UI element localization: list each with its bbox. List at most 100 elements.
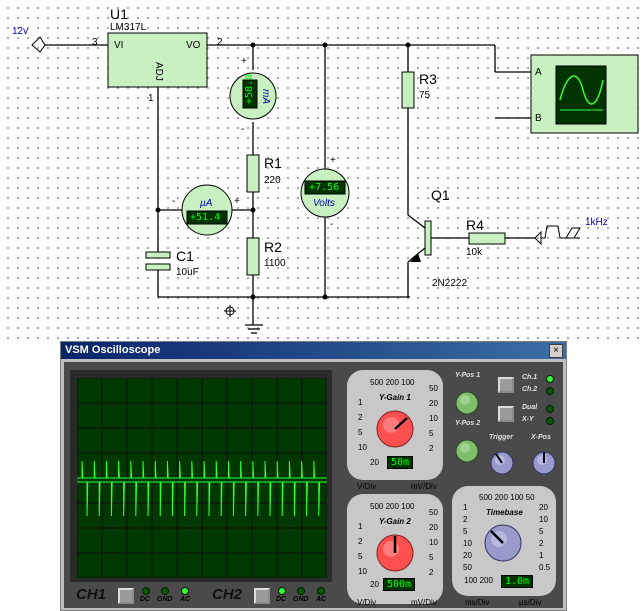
ch2-coupling-button[interactable]: [254, 588, 270, 604]
pin3-label: 3: [92, 37, 98, 48]
timebase-readout: 1.0m: [501, 575, 534, 588]
ua-meter-unit: µA: [200, 198, 213, 209]
ch1-gnd-label: GND: [157, 596, 173, 603]
ua-minus: -: [172, 196, 176, 207]
ygain2-knob[interactable]: [374, 532, 416, 574]
ygain2-right-tick: 5: [429, 553, 434, 562]
timebase-left-tick: 5: [463, 527, 468, 536]
ch1-ac-label: AC: [180, 596, 191, 603]
xpos-knob[interactable]: [531, 450, 557, 476]
ypos1-label: Y-Pos 1: [455, 372, 481, 379]
timebase-bottom-scale: 100 200: [464, 576, 493, 585]
ygain1-mvdiv: mV/Div: [411, 482, 437, 491]
ypos2-label: Y-Pos 2: [455, 420, 481, 427]
timebase-left-tick: 50: [463, 563, 472, 572]
channel-select-button[interactable]: [498, 377, 514, 393]
ch2-dc-led: [278, 587, 286, 595]
pin1-label: 1: [148, 93, 154, 104]
timebase-right-tick: 0.5: [539, 563, 551, 572]
timebase-right-tick: 5: [539, 527, 544, 536]
source-label: 12v: [12, 26, 29, 37]
ch2-dc-label: DC: [276, 596, 287, 603]
ygain1-left-tick: 5: [358, 428, 363, 437]
ch2-gnd-label: GND: [293, 596, 309, 603]
ygain1-bottom-left: 20: [370, 458, 379, 467]
scope-input-b: B: [535, 113, 542, 124]
timebase-right-tick: 1: [539, 551, 544, 560]
ygain2-mvdiv: mV/Div: [411, 598, 437, 607]
ygain2-vdiv: V/Div: [357, 598, 377, 607]
ypos1-knob[interactable]: [454, 390, 480, 416]
ygain1-right-tick: 10: [429, 414, 438, 423]
ma-minus: -: [241, 124, 245, 135]
ua-meter-readout: +51.4: [190, 212, 221, 223]
timebase-left-tick: 20: [463, 551, 472, 560]
ygain2-right-tick: 50: [429, 508, 438, 517]
ygain1-right-tick: 50: [429, 384, 438, 393]
ma-meter-readout: +58.8: [244, 73, 255, 104]
r3-ref: R3: [419, 71, 437, 87]
close-icon[interactable]: ×: [549, 344, 563, 358]
pin2-label: 2: [217, 37, 223, 48]
volt-meter-unit: Volts: [313, 198, 335, 209]
ygain2-title: Y-Gain 2: [379, 517, 411, 526]
ygain1-left-tick: 10: [358, 443, 367, 452]
regulator-part: LM317L: [110, 22, 147, 33]
mode-select-button[interactable]: [498, 406, 514, 422]
ch2-gnd-led: [297, 587, 305, 595]
xy-label: X-Y: [522, 416, 534, 423]
xy-led: [546, 417, 554, 425]
ch1-coupling-button[interactable]: [118, 588, 134, 604]
circuit-wires: [31, 32, 639, 334]
ch1-select-label: Ch.1: [522, 374, 538, 381]
ygain1-title: Y-Gain 1: [379, 393, 411, 402]
ch2-trace: [77, 481, 327, 517]
pin-adj-label: ADJ: [153, 62, 164, 81]
ygain1-knob[interactable]: [374, 408, 416, 450]
oscilloscope-titlebar[interactable]: VSM Oscilloscope: [61, 342, 566, 359]
ch2-select-label: Ch.2: [522, 386, 538, 393]
timebase-left-tick: 2: [463, 515, 468, 524]
r2-value: 1100: [264, 258, 286, 269]
ch1-label: CH1: [76, 586, 107, 603]
timebase-top-scale: 500 200 100 50: [479, 493, 535, 502]
timebase-right-tick: 10: [539, 515, 548, 524]
ygain2-right-tick: 2: [429, 568, 434, 577]
regulator-ref: U1: [110, 6, 128, 22]
ch1-gain-readout: 50m: [387, 456, 414, 469]
ch1-ac-led: [181, 587, 189, 595]
timebase-msdiv: ms/Div: [465, 598, 490, 607]
ch1-gnd-led: [161, 587, 169, 595]
timebase-knob[interactable]: [482, 522, 524, 564]
r3-value: 75: [419, 90, 431, 101]
ygain1-top-scale: 500 200 100: [370, 378, 415, 387]
ma-plus: +: [241, 56, 247, 67]
r4-value: 10k: [466, 247, 483, 258]
r4-ref: R4: [466, 217, 484, 233]
q1-ref: Q1: [431, 187, 450, 203]
timebase-right-tick: 2: [539, 539, 544, 548]
ygain1-left-tick: 2: [358, 413, 363, 422]
ygain1-right-tick: 5: [429, 429, 434, 438]
ygain1-left-tick: 1: [358, 398, 363, 407]
ypos2-knob[interactable]: [454, 438, 480, 464]
ygain2-bottom-left: 20: [370, 580, 379, 589]
ch2-label: CH2: [212, 586, 243, 603]
trigger-knob[interactable]: [489, 450, 515, 476]
pin-vo-label: VO: [186, 40, 201, 51]
ygain1-right-tick: 2: [429, 444, 434, 453]
scope-screen: [77, 378, 327, 578]
oscilloscope-title: VSM Oscilloscope: [65, 344, 161, 356]
ch1-dc-label: DC: [140, 596, 151, 603]
ma-meter-unit: mA: [260, 89, 271, 104]
schematic-canvas[interactable]: 12v U1 LM317L VI VO ADJ 3 2 1 +58.8 mA +…: [0, 0, 643, 340]
ch2-gain-readout: 500m: [383, 578, 416, 591]
ygain2-left-tick: 1: [358, 522, 363, 531]
dual-led: [546, 405, 554, 413]
clock-label: 1kHz: [585, 217, 608, 228]
timebase-left-tick: 1: [463, 503, 468, 512]
ch2-ac-led: [317, 587, 325, 595]
ua-plus: +: [234, 196, 240, 207]
oscilloscope-window[interactable]: VSM Oscilloscope × 500 200 100 Y-Gain 1 …: [60, 341, 567, 611]
